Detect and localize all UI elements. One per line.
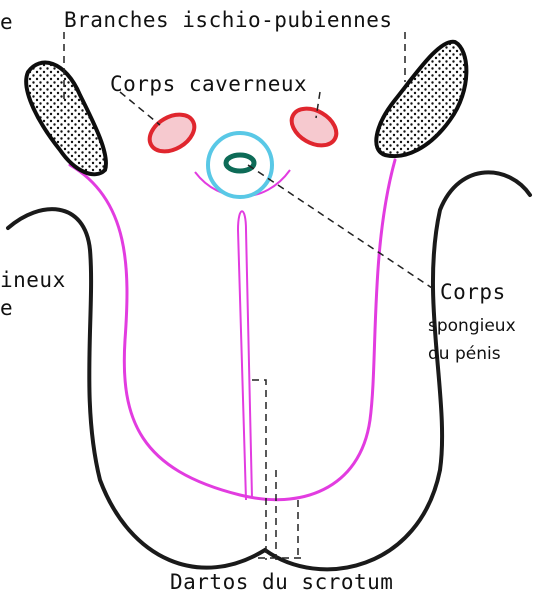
corpus-cavernosum-left xyxy=(143,107,201,159)
label-dartos-du-scrotum: Dartos du scrotum xyxy=(170,570,393,594)
scrotum-skin-outline xyxy=(8,172,530,569)
urethra-lumen xyxy=(226,155,254,171)
leader-dartos-a xyxy=(252,380,266,560)
leader-cavernous-left xyxy=(120,92,160,125)
dartos-septum xyxy=(238,211,252,500)
label-du-penis: du pénis xyxy=(428,344,501,364)
corpus-cavernosum-right xyxy=(285,101,343,153)
label-spongieux: spongieux xyxy=(428,316,516,336)
left-mid-fragment-1: ineux xyxy=(0,268,66,292)
label-corps: Corps xyxy=(440,280,506,304)
pubic-branch-right xyxy=(376,42,466,156)
left-mid-fragment-2: e xyxy=(0,296,13,320)
pubic-branch-left xyxy=(26,63,106,175)
label-corps-caverneux: Corps caverneux xyxy=(110,72,307,96)
leader-spongy xyxy=(248,165,432,288)
label-branches-ischio-pubiennes: Branches ischio-pubiennes xyxy=(64,8,393,32)
left-top-fragment: e xyxy=(0,10,13,34)
dartos-outline xyxy=(70,160,395,500)
